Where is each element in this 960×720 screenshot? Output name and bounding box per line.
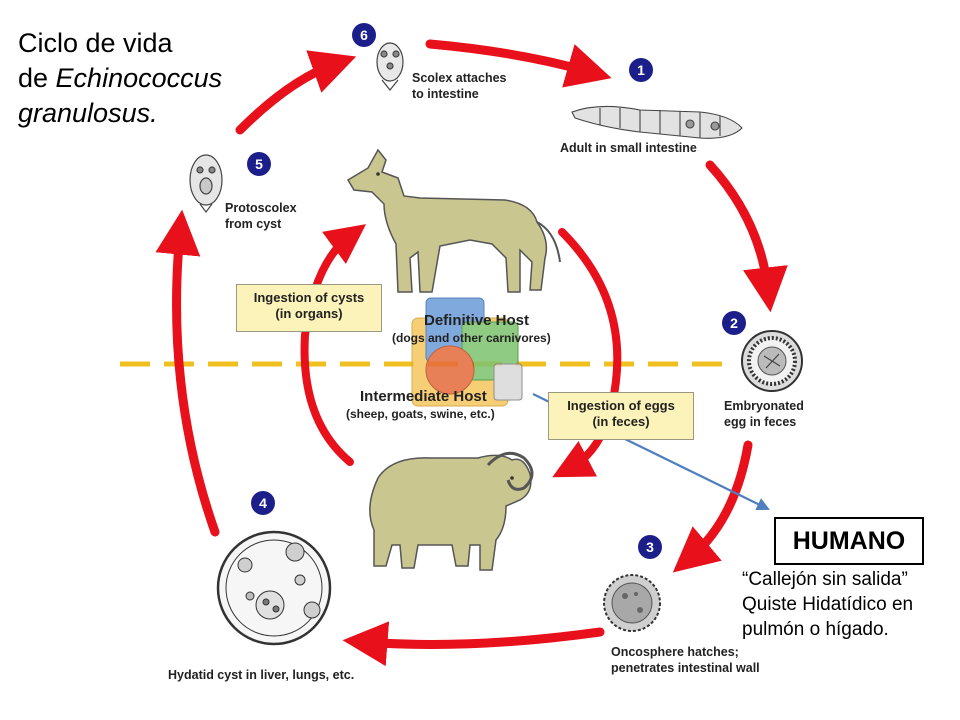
stage-2-label: Embryonated egg in feces <box>724 399 804 429</box>
title-line-3: granulosus. <box>18 98 158 128</box>
badge-6: 6 <box>352 23 376 47</box>
arrow-sheep-to-dog <box>300 224 367 466</box>
svg-text:3: 3 <box>646 539 654 555</box>
protoscolex-illustration <box>189 154 223 213</box>
definitive-host-label: Definitive Host (dogs and other carnivor… <box>392 312 551 345</box>
adult-worm-illustration <box>571 105 743 139</box>
app-icon-cluster <box>411 297 523 407</box>
arrow-3-to-4 <box>342 621 605 667</box>
diagram-title: Ciclo de vida de Echinococcus granulosus… <box>18 26 222 131</box>
hydatid-cyst-illustration <box>216 530 332 646</box>
arrow-4-to-5 <box>155 209 220 537</box>
humano-box: HUMANO <box>774 517 924 565</box>
badge-4: 4 <box>251 491 275 515</box>
arrow-2-to-3 <box>672 440 753 573</box>
badge-3: 3 <box>638 535 662 559</box>
arrow-6-to-1 <box>425 39 612 88</box>
stage-3-label: Oncosphere hatches; penetrates intestina… <box>611 645 760 675</box>
dog-illustration <box>346 148 561 293</box>
oncosphere-illustration <box>603 574 661 632</box>
stage-6-label: Scolex attaches to intestine <box>412 71 507 101</box>
sheep-illustration <box>369 451 534 571</box>
intermediate-host-label: Intermediate Host (sheep, goats, swine, … <box>346 388 495 421</box>
svg-text:4: 4 <box>259 495 267 511</box>
title-prefix: de <box>18 63 56 93</box>
svg-text:1: 1 <box>637 62 645 78</box>
title-line-2: de Echinococcus <box>18 61 222 96</box>
svg-text:5: 5 <box>255 156 263 172</box>
arrow-dog-to-sheep <box>552 228 622 478</box>
stage-4-label: Hydatid cyst in liver, lungs, etc. <box>168 668 355 682</box>
arrow-1-to-2 <box>705 160 788 313</box>
svg-text:6: 6 <box>360 27 368 43</box>
badge-1: 1 <box>629 58 653 82</box>
humano-note: “Callejón sin salida” Quiste Hidatídico … <box>742 569 914 640</box>
egg-illustration <box>741 330 803 392</box>
scolex-illustration <box>376 42 404 91</box>
arrow-5-to-6 <box>235 50 357 135</box>
inner-cycle-arrows <box>300 224 622 478</box>
stage-1-label: Adult in small intestine <box>560 141 697 155</box>
badge-5: 5 <box>247 152 271 176</box>
ingestion-cysts-box: Ingestion of cysts (in organs) <box>236 284 382 332</box>
svg-text:2: 2 <box>730 315 738 331</box>
stage-5-label: Protoscolex from cyst <box>225 201 297 231</box>
title-line-1: Ciclo de vida <box>18 28 173 58</box>
outer-cycle-arrows <box>155 39 788 667</box>
badge-2: 2 <box>722 311 746 335</box>
title-genus: Echinococcus <box>55 63 223 93</box>
ingestion-eggs-box: Ingestion of eggs (in feces) <box>548 392 694 440</box>
